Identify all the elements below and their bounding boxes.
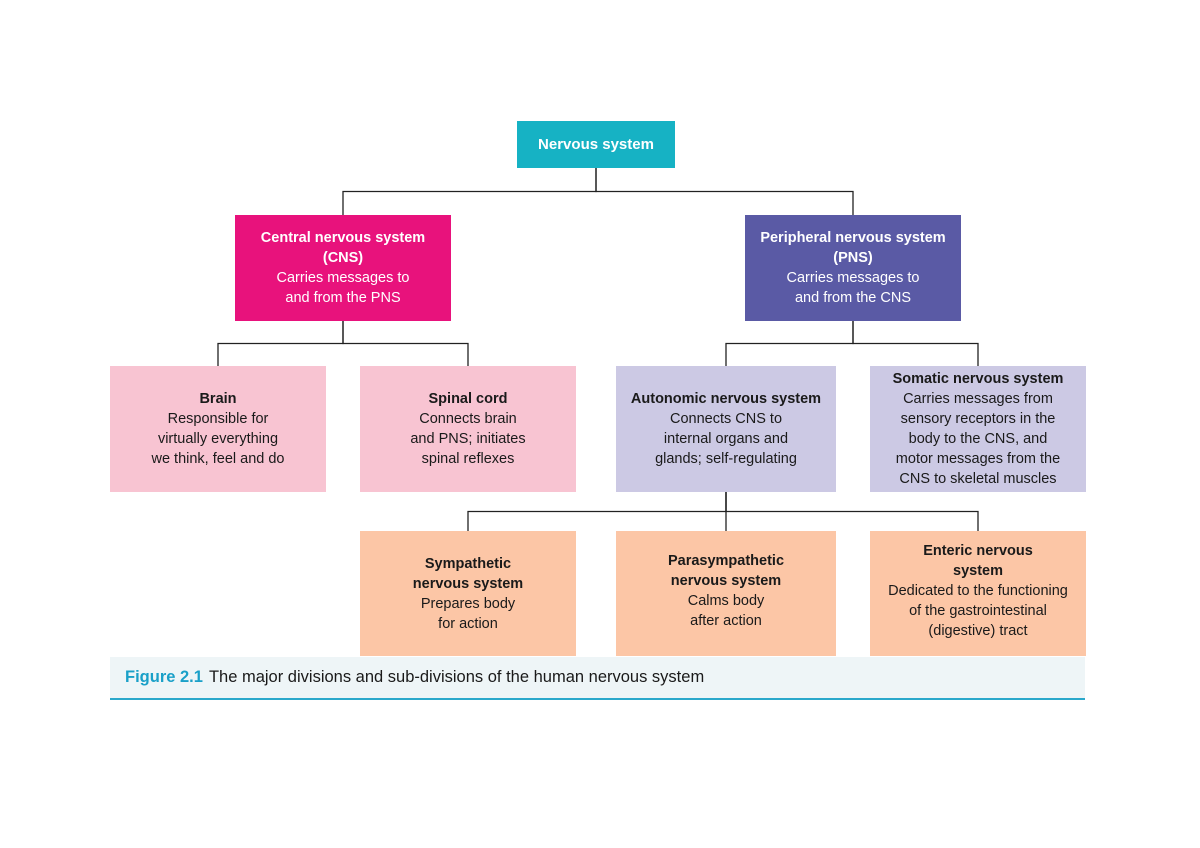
node-brain: Brain Responsible for virtually everythi… (110, 366, 326, 492)
node-spinal-cord: Spinal cord Connects brain and PNS; init… (360, 366, 576, 492)
node-description: Carries messages to and from the CNS (786, 270, 920, 306)
figure-caption: Figure 2.1 The major divisions and sub-d… (110, 657, 1085, 700)
node-title: Somatic nervous system (892, 371, 1064, 387)
node-title: Autonomic nervous system (630, 391, 822, 407)
node-title: Peripheral nervous system (PNS) (760, 230, 946, 266)
figure-label: Figure 2.1 (125, 668, 203, 686)
node-description: Calms body after action (687, 593, 765, 629)
node-title: Sympathetic nervous system (412, 555, 524, 592)
node-title: Parasympathetic nervous system (667, 553, 785, 589)
node-description: Connects brain and PNS; initiates spinal… (410, 411, 526, 467)
node-description: Carries messages to and from the PNS (276, 270, 410, 306)
node-title: Spinal cord (428, 391, 508, 407)
node-peripheral-nervous-system: Peripheral nervous system (PNS) Carries … (745, 215, 961, 321)
node-nervous-system: Nervous system (517, 121, 675, 168)
node-description: Prepares body for action (420, 595, 516, 632)
node-central-nervous-system: Central nervous system (CNS) Carries mes… (235, 215, 451, 321)
edge-autonomic-sympathetic (467, 492, 727, 531)
node-description: Connects CNS to internal organs and glan… (655, 411, 797, 467)
node-description: Responsible for virtually everything we … (151, 411, 285, 467)
node-enteric-nervous-system: Enteric nervous system Dedicated to the … (870, 531, 1086, 656)
figure-caption-text: The major divisions and sub-divisions of… (208, 668, 705, 686)
node-description: Carries messages from sensory receptors … (895, 391, 1061, 487)
node-title: Nervous system (538, 135, 654, 153)
edge-cns-brain (217, 321, 344, 366)
node-sympathetic-nervous-system: Sympathetic nervous system Prepares body… (360, 531, 576, 656)
node-title: Brain (199, 391, 237, 407)
node-description: Dedicated to the functioning of the gast… (888, 583, 1068, 639)
edge-pns-autonomic (725, 321, 854, 366)
edge-autonomic-enteric (725, 492, 979, 531)
node-title: Central nervous system (CNS) (260, 230, 426, 266)
node-autonomic-nervous-system: Autonomic nervous system Connects CNS to… (616, 366, 836, 492)
edge-cns-spinal (342, 321, 469, 366)
node-parasympathetic-nervous-system: Parasympathetic nervous system Calms bod… (616, 531, 836, 656)
edge-pns-somatic (852, 321, 979, 366)
edge-root-pns (595, 168, 854, 215)
edge-root-cns (342, 168, 597, 215)
node-somatic-nervous-system: Somatic nervous system Carries messages … (870, 366, 1086, 492)
node-title: Enteric nervous system (923, 543, 1033, 579)
